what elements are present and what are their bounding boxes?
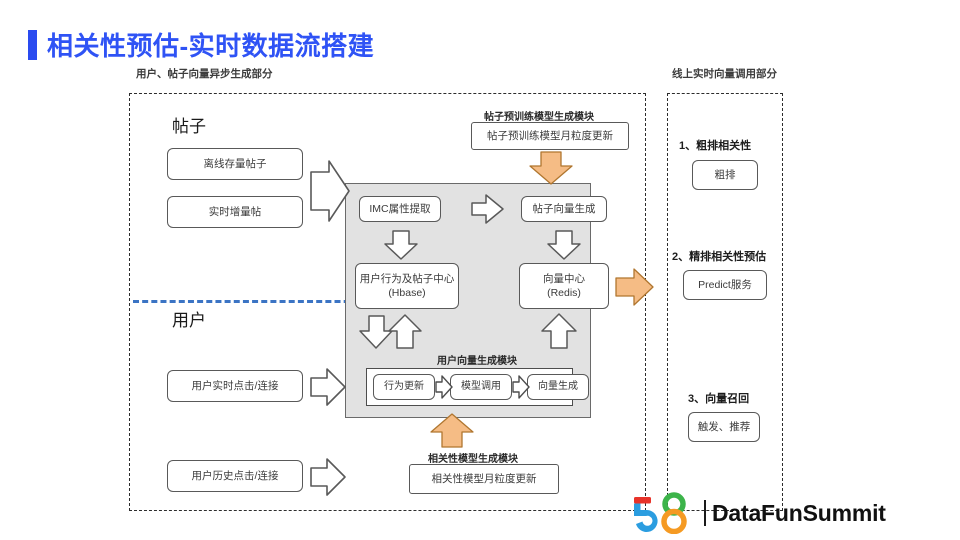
logo-divider	[704, 500, 706, 526]
page-title: 相关性预估-实时数据流搭建	[28, 26, 374, 63]
node-model-call[interactable]: 模型调用	[450, 374, 512, 400]
node-imc-attribute-extract[interactable]: IMC属性提取	[359, 196, 441, 222]
node-user-history-click[interactable]: 用户历史点击/连接	[167, 460, 303, 492]
node-user-behavior-center[interactable]: 用户行为及帖子中心 (Hbase)	[355, 263, 459, 309]
post-user-divider	[133, 300, 368, 303]
relevance-module-caption: 相关性模型生成模块	[428, 454, 518, 465]
node-predict-service[interactable]: Predict服务	[683, 270, 767, 300]
node-offline-post[interactable]: 离线存量帖子	[167, 148, 303, 180]
title-accent-bar	[28, 29, 37, 60]
node-trigger-recommend[interactable]: 触发、推荐	[688, 412, 760, 442]
node-coarse-ranking[interactable]: 粗排	[692, 160, 758, 190]
node-pretrain-monthly-update[interactable]: 帖子预训练模型月粒度更新	[471, 122, 629, 150]
logo-58-icon	[634, 492, 687, 534]
node-post-vector-generation[interactable]: 帖子向量生成	[521, 196, 607, 222]
left-region-caption: 用户、帖子向量异步生成部分	[136, 68, 273, 80]
title-text: 相关性预估-实时数据流搭建	[47, 31, 375, 61]
user-vector-module-caption: 用户向量生成模块	[437, 356, 517, 367]
group-label-user: 用户	[172, 311, 206, 330]
node-realtime-post[interactable]: 实时增量帖	[167, 196, 303, 228]
pretrain-module-caption: 帖子预训练模型生成模块	[484, 112, 594, 123]
node-vector-generate[interactable]: 向量生成	[527, 374, 589, 400]
right-region-caption: 线上实时向量调用部分	[672, 68, 777, 80]
footer-logo: DataFunSummit	[632, 492, 886, 534]
node-vector-center[interactable]: 向量中心 (Redis)	[519, 263, 609, 309]
node-user-realtime-click[interactable]: 用户实时点击/连接	[167, 370, 303, 402]
online-serving-region	[667, 93, 783, 511]
right-panel-heading-2: 2、精排相关性预估	[672, 251, 767, 263]
node-relevance-monthly-update[interactable]: 相关性模型月粒度更新	[409, 464, 559, 494]
node-behavior-update[interactable]: 行为更新	[373, 374, 435, 400]
right-panel-heading-1: 1、粗排相关性	[679, 140, 752, 152]
group-label-post: 帖子	[172, 117, 206, 136]
logo-text: DataFunSummit	[712, 499, 886, 526]
right-panel-heading-3: 3、向量召回	[688, 393, 750, 405]
